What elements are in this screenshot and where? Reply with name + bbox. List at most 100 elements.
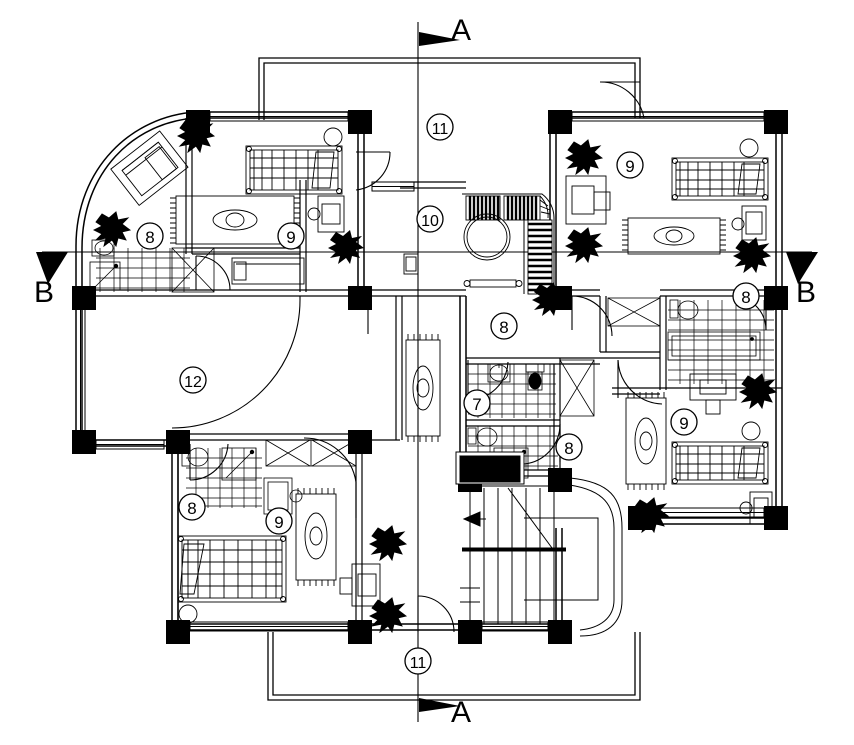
- desk-nw: [307, 195, 345, 233]
- rug-sw: [295, 488, 337, 586]
- main-staircase: [455, 451, 623, 637]
- room-tag-label: 9: [625, 157, 634, 176]
- vanity-ne: [565, 175, 611, 225]
- bed-ne: [671, 157, 769, 201]
- room-tag[interactable]: 9: [670, 408, 698, 436]
- desk-se: [739, 491, 773, 525]
- rug-se: [625, 392, 667, 490]
- plant-nw-1: [176, 117, 216, 154]
- window-west-bath: [95, 439, 165, 450]
- room-tag-label: 7: [472, 395, 481, 414]
- plants-hall: [328, 230, 568, 316]
- room-tag[interactable]: 9: [616, 151, 644, 179]
- side-table-ne: [739, 138, 759, 158]
- room-tag[interactable]: 11: [404, 647, 432, 675]
- room-tag[interactable]: 10: [416, 205, 444, 233]
- room-tag-label: 11: [410, 655, 427, 672]
- room-tag[interactable]: 11: [426, 113, 454, 141]
- cabinet-lobby: [403, 253, 419, 275]
- section-marker-a-bottom-label: A: [451, 696, 471, 729]
- rug-center-hall: [405, 334, 441, 442]
- window-north-left: [209, 111, 349, 122]
- column: [764, 286, 788, 310]
- plant-sw-2: [368, 597, 408, 634]
- bed-se: [671, 441, 769, 485]
- room-tag-label: 9: [679, 414, 688, 433]
- section-marker-a-bottom: A: [419, 696, 471, 729]
- terrace-outline-south: [267, 632, 641, 701]
- room-tag[interactable]: 8: [732, 282, 760, 310]
- windows: [75, 111, 765, 632]
- room-tag[interactable]: 8: [555, 433, 583, 461]
- bedroom-ne: [564, 138, 772, 274]
- room-tag-label: 8: [741, 288, 750, 307]
- bathroom-ne: [607, 297, 774, 384]
- toilet-bath-ne: [669, 299, 699, 320]
- doors: [171, 81, 767, 633]
- column: [548, 468, 572, 492]
- section-marker-a-top: A: [419, 14, 471, 47]
- bedroom-nw: [170, 127, 345, 285]
- toilet-bath-8c: [467, 427, 498, 447]
- door-bedroom-nw: [355, 151, 391, 191]
- vanity-sw: [339, 563, 381, 607]
- room-tag[interactable]: 12: [179, 366, 207, 394]
- section-marker-b-left: B: [34, 252, 68, 309]
- room-tag-label: 8: [145, 228, 154, 247]
- room-tag-label: 8: [499, 318, 508, 337]
- living-room-12: [405, 334, 441, 442]
- stair-treads: [462, 485, 566, 624]
- stair-curved-wall: [561, 477, 623, 637]
- plant-ne-3: [732, 237, 772, 274]
- column: [548, 620, 572, 644]
- room-tag[interactable]: 9: [265, 507, 293, 535]
- room-tag-label: 9: [274, 513, 283, 532]
- door-stair-s: [417, 595, 455, 633]
- bed-nw: [245, 145, 343, 195]
- basin-bath-sw: [181, 447, 209, 467]
- column: [348, 620, 372, 644]
- window-north-right: [571, 111, 765, 122]
- room-tag-label: 9: [286, 228, 295, 247]
- curved-stair-treads: [462, 193, 555, 296]
- room-tag-label: 12: [184, 374, 202, 391]
- plant-ne-2: [564, 227, 604, 264]
- basin-wc-7: [487, 363, 511, 383]
- plant-hall-2: [328, 230, 364, 264]
- door-bedroom-ne-entry: [599, 81, 645, 119]
- room-tag[interactable]: 8: [178, 493, 206, 521]
- room-tag[interactable]: 7: [463, 389, 491, 417]
- floor-tile-grid-bath-nw: [96, 248, 190, 292]
- section-marker-b-left-label: B: [34, 276, 54, 309]
- section-marker-b-right: B: [786, 252, 818, 309]
- round-table-lobby: [463, 213, 511, 261]
- lounge-chair-nw: [110, 130, 189, 207]
- sink-bath-nw: [91, 239, 115, 257]
- terrace-outline-north: [258, 57, 641, 120]
- window-north-center: [371, 181, 415, 192]
- room-tag-bubbles: 8 9 11 10 9 8 8 12: [136, 113, 760, 675]
- room-tag[interactable]: 9: [277, 222, 305, 250]
- wardrobe-nw: [171, 247, 215, 293]
- column: [548, 110, 572, 134]
- column: [166, 430, 190, 454]
- vanity-se: [689, 373, 737, 415]
- section-marker-a-top-label: A: [451, 14, 471, 47]
- wardrobe-center-7: [559, 359, 595, 417]
- room-tag[interactable]: 8: [136, 222, 164, 250]
- bathroom-nw: [89, 239, 215, 293]
- column: [764, 110, 788, 134]
- room-tag-label: 8: [187, 499, 196, 518]
- desk-ne: [731, 205, 767, 241]
- balcony-nw: [92, 117, 216, 248]
- column: [72, 430, 96, 454]
- section-marker-b-right-label: B: [796, 276, 816, 309]
- window-south-left: [189, 621, 349, 632]
- plant-nw-2: [92, 211, 132, 248]
- wc-7-center: [468, 359, 595, 418]
- plant-sw-1: [368, 525, 408, 562]
- stair-landing-solid: [455, 451, 525, 485]
- room-tag[interactable]: 8: [490, 312, 518, 340]
